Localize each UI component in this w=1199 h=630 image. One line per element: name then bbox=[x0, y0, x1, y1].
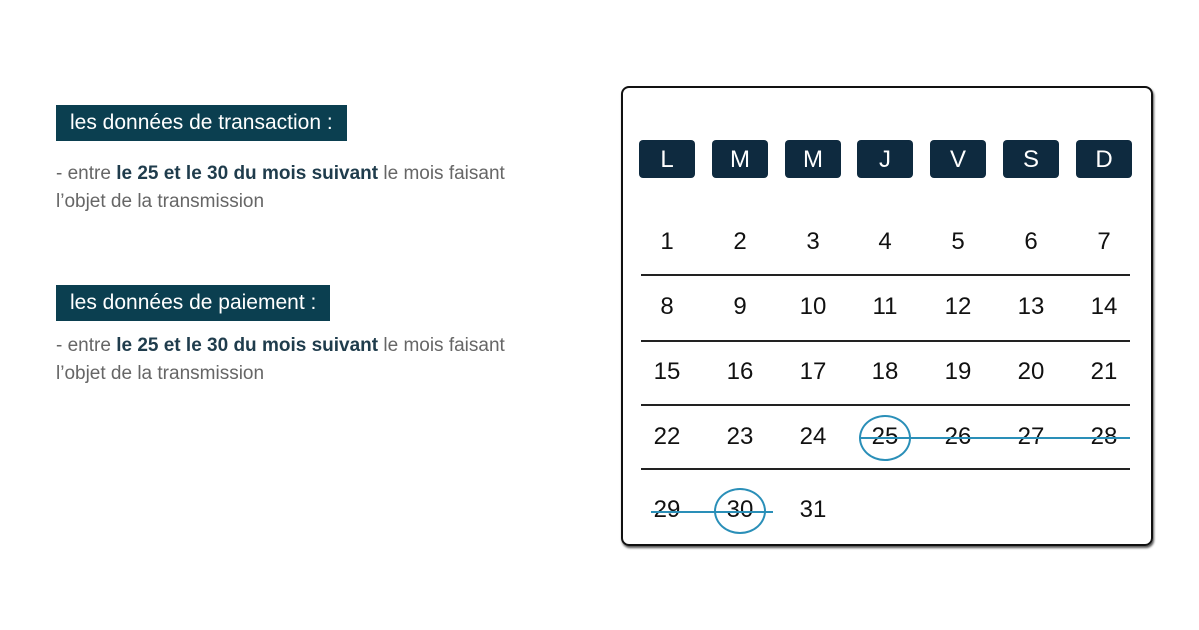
row-divider bbox=[641, 274, 1130, 276]
calendar-day: 18 bbox=[871, 358, 899, 385]
row-divider bbox=[641, 340, 1130, 342]
calendar-day: 7 bbox=[1097, 228, 1111, 255]
calendar-day: 20 bbox=[1017, 358, 1045, 385]
row-divider bbox=[641, 404, 1130, 406]
transaction-data-description: - entre le 25 et le 30 du mois suivant l… bbox=[56, 163, 505, 212]
weekday-header: M bbox=[785, 140, 841, 178]
calendar-day: 17 bbox=[799, 358, 827, 385]
calendar-day: 14 bbox=[1090, 293, 1118, 320]
calendar-day: 8 bbox=[660, 293, 674, 320]
calendar-day: 12 bbox=[944, 293, 972, 320]
weekday-header: V bbox=[930, 140, 986, 178]
weekday-header: J bbox=[857, 140, 913, 178]
calendar-day: 29 bbox=[653, 496, 681, 523]
strikethrough-line bbox=[651, 511, 773, 513]
calendar-day: 31 bbox=[799, 496, 827, 523]
calendar-day: 16 bbox=[726, 358, 754, 385]
weekday-header: S bbox=[1003, 140, 1059, 178]
weekday-header: L bbox=[639, 140, 695, 178]
calendar-day: 19 bbox=[944, 358, 972, 385]
calendar-day: 4 bbox=[878, 228, 892, 255]
calendar-day: 22 bbox=[653, 423, 681, 450]
row-divider bbox=[641, 468, 1130, 470]
calendar-day: 13 bbox=[1017, 293, 1045, 320]
payment-data-description: - entre le 25 et le 30 du mois suivant l… bbox=[56, 335, 505, 384]
calendar-day: 3 bbox=[806, 228, 820, 255]
calendar-day: 5 bbox=[951, 228, 965, 255]
calendar-day: 24 bbox=[799, 423, 827, 450]
calendar-day: 15 bbox=[653, 358, 681, 385]
calendar-day: 9 bbox=[733, 293, 747, 320]
calendar-day: 1 bbox=[660, 228, 674, 255]
calendar-day: 10 bbox=[799, 293, 827, 320]
transaction-data-label: les données de transaction : bbox=[56, 105, 347, 141]
calendar-day: 2 bbox=[733, 228, 747, 255]
strikethrough-line bbox=[860, 437, 1130, 439]
calendar-day: 26 bbox=[944, 423, 972, 450]
calendar-day: 21 bbox=[1090, 358, 1118, 385]
payment-data-label: les données de paiement : bbox=[56, 285, 331, 321]
calendar-day: 11 bbox=[872, 293, 898, 320]
calendar-day: 23 bbox=[726, 423, 754, 450]
weekday-header: M bbox=[712, 140, 768, 178]
calendar-day: 27 bbox=[1017, 423, 1045, 450]
weekday-header: D bbox=[1076, 140, 1132, 178]
calendar-day: 6 bbox=[1024, 228, 1038, 255]
calendar-day: 28 bbox=[1090, 423, 1118, 450]
